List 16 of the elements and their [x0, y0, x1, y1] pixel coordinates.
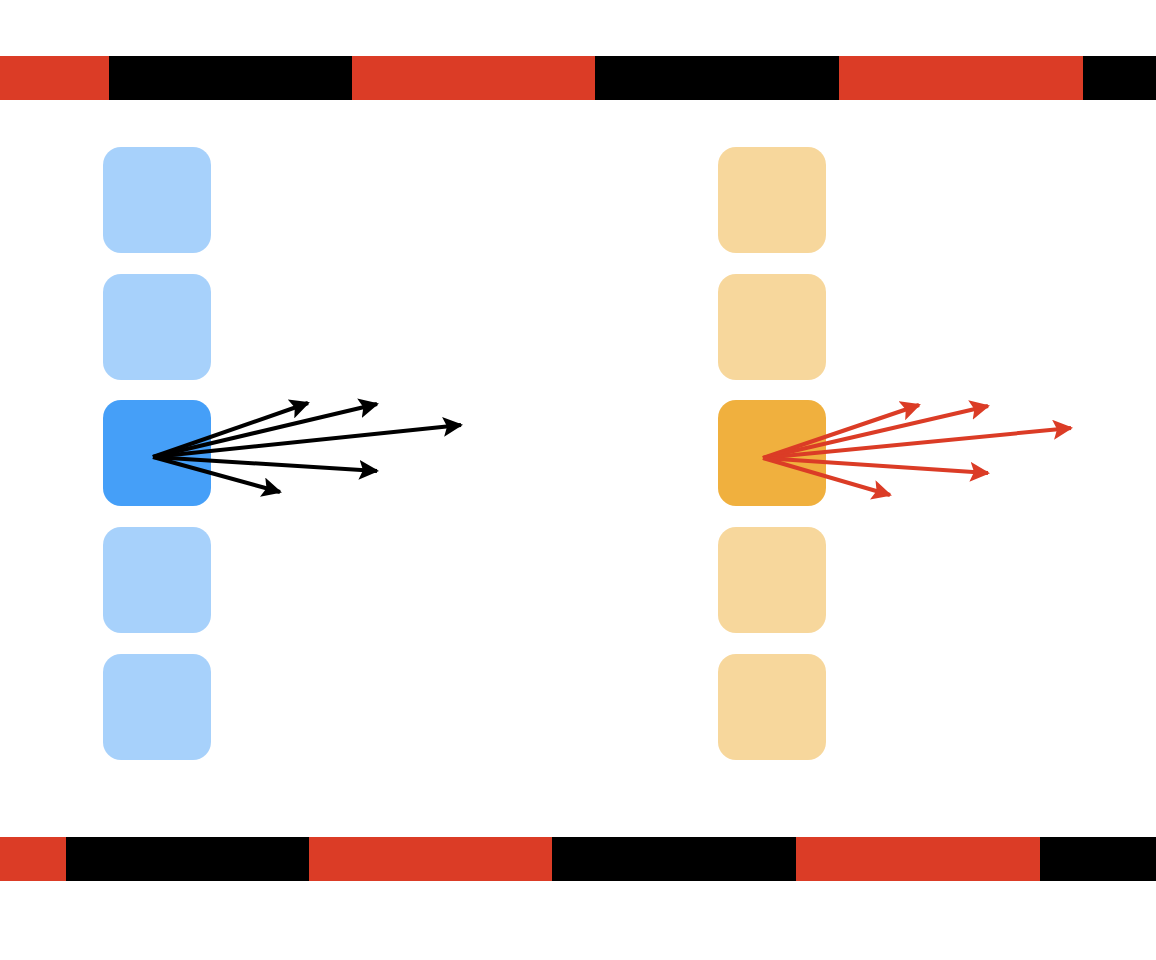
arrow [152, 455, 379, 480]
rounded-square [103, 274, 211, 380]
rounded-square [718, 274, 826, 380]
arrow [762, 456, 892, 500]
arrow [152, 455, 282, 497]
rounded-square [718, 147, 826, 253]
rounded-square [718, 400, 826, 506]
arrow [762, 456, 990, 482]
arrow [762, 401, 921, 460]
rounded-square [103, 527, 211, 633]
rounded-square [103, 147, 211, 253]
arrow [152, 399, 310, 459]
rounded-square [103, 654, 211, 760]
rounded-square [103, 400, 211, 506]
rounded-square [718, 654, 826, 760]
rounded-square [718, 527, 826, 633]
